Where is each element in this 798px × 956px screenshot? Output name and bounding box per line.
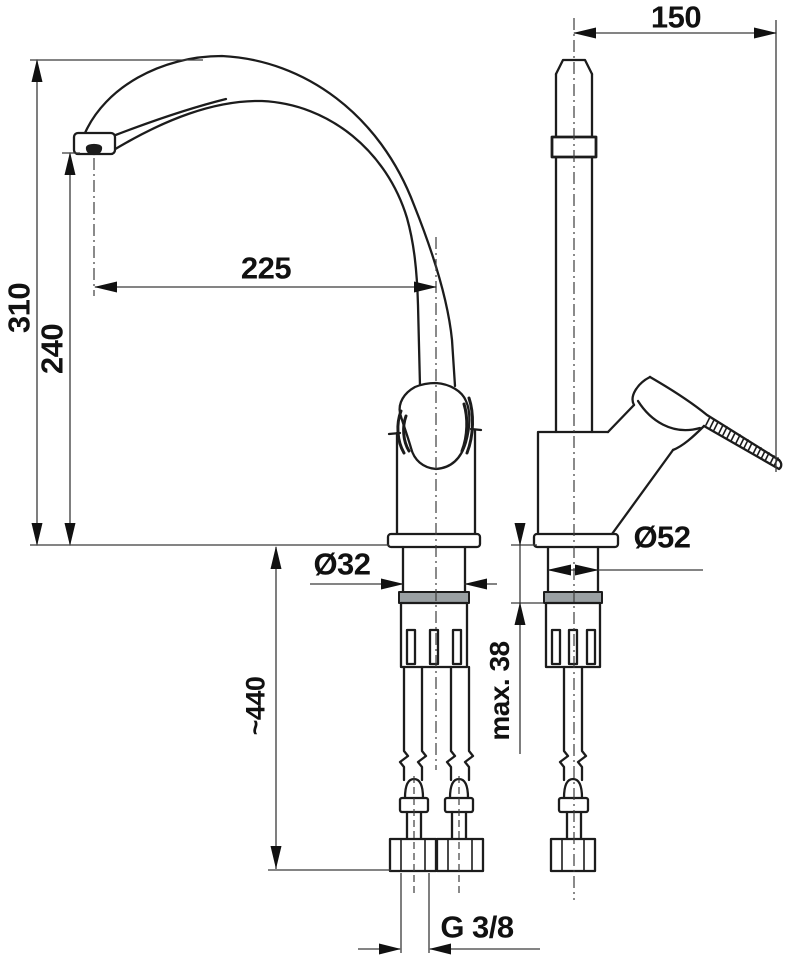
nut-slot bbox=[550, 628, 562, 666]
nut-slot bbox=[567, 628, 579, 666]
dim-base-diameter: Ø52 bbox=[633, 519, 691, 555]
spout-outer-curve bbox=[83, 54, 457, 388]
dimension-arrows bbox=[31, 27, 777, 955]
nut-slot bbox=[405, 628, 417, 666]
dim-total-height: 310 bbox=[1, 282, 37, 334]
lever-hatching bbox=[705, 416, 779, 467]
handle-wings bbox=[396, 396, 474, 455]
dim-shank-diameter: Ø32 bbox=[313, 546, 371, 582]
gasket-side bbox=[543, 591, 603, 604]
mounting-nut-front bbox=[399, 601, 469, 669]
spout-top-face-edge bbox=[111, 97, 228, 138]
body-side-right-diagonal bbox=[610, 448, 675, 536]
supply-hose-side bbox=[549, 665, 597, 873]
nut-slot bbox=[428, 628, 440, 666]
spout-inner-curve bbox=[110, 99, 422, 388]
nut-slot bbox=[585, 628, 597, 666]
dim-connection-thread: G 3/8 bbox=[440, 909, 514, 945]
lever-handle-side bbox=[631, 375, 783, 471]
base-flange-front bbox=[386, 532, 482, 549]
mounting-nut-side bbox=[544, 601, 602, 669]
body-side-left-wall bbox=[536, 430, 610, 536]
side-view bbox=[532, 58, 783, 873]
base-flange-side bbox=[532, 532, 620, 549]
nut-slot bbox=[451, 628, 463, 666]
body-front-right-shoulder bbox=[469, 427, 483, 432]
handle-knob-front bbox=[398, 381, 471, 471]
dim-outlet-height: 240 bbox=[34, 323, 70, 375]
dim-max-counter-thickness: max. 38 bbox=[484, 641, 515, 741]
dim-handle-reach: 150 bbox=[650, 0, 702, 35]
centerlines bbox=[93, 18, 575, 900]
connection-nuts-front bbox=[388, 837, 485, 873]
pipe-top-chamfer bbox=[554, 58, 594, 76]
dim-spout-projection: 225 bbox=[240, 250, 292, 286]
front-view bbox=[72, 54, 485, 873]
aerator bbox=[85, 143, 103, 156]
body-front-left-shoulder bbox=[387, 431, 402, 436]
body-side-shoulder bbox=[606, 403, 636, 434]
hose-connectors-front bbox=[398, 777, 475, 841]
supply-hoses-front bbox=[398, 665, 475, 782]
dim-hose-length: ~440 bbox=[240, 676, 271, 736]
gasket-front bbox=[398, 591, 470, 604]
dimension-annotations bbox=[30, 20, 777, 955]
